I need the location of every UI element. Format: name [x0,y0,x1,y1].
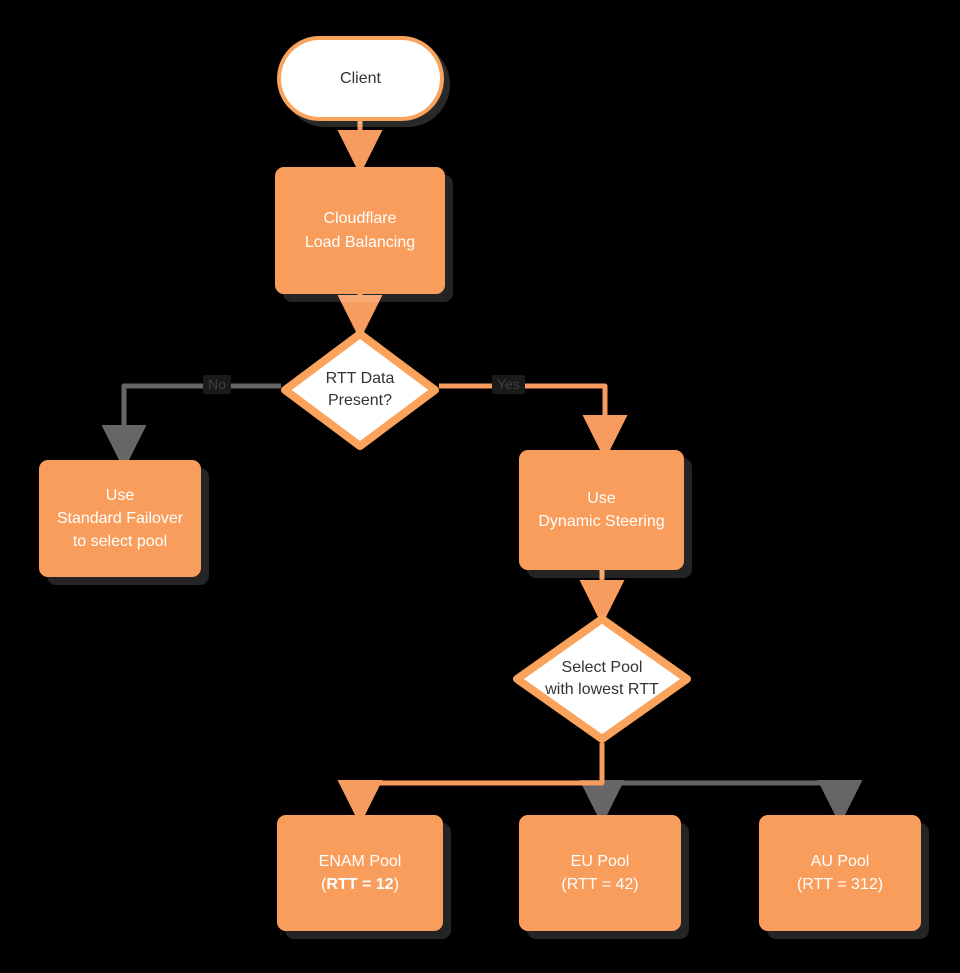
node-eu-pool[interactable]: EU Pool (RTT = 42) [519,815,681,931]
node-select-pool-lowest-rtt[interactable]: Select Pool with lowest RTT [513,615,691,743]
node-rtt-data-present[interactable]: RTT Data Present? [281,330,439,450]
node-au-pool[interactable]: AU Pool (RTT = 312) [759,815,921,931]
node-au-pool-label: AU Pool (RTT = 312) [796,852,884,893]
node-eu-pool-label: EU Pool (RTT = 42) [561,852,639,893]
node-client-label: Client [340,69,381,87]
node-cloudflare-load-balancing[interactable]: Cloudflare Load Balancing [275,167,445,294]
node-dynamic-steering-label: Use Dynamic Steering [538,489,665,530]
edge-select-pool-to-au-pool [602,780,863,825]
diamond-shape [281,330,439,450]
node-standard-failover[interactable]: Use Standard Failover to select pool [39,460,201,577]
node-cloudflare-load-balancing-label: Cloudflare Load Balancing [304,210,416,251]
edge-select-pool-to-enam-pool [337,743,605,825]
edge-decision-no-to-standard-failover [101,383,281,470]
node-enam-pool-rtt: (RTT = 12) [321,876,399,893]
node-standard-failover-label: Use Standard Failover to select pool [56,486,184,551]
edge-label-yes: Yes [492,375,525,395]
node-dynamic-steering[interactable]: Use Dynamic Steering [519,450,684,570]
edge-decision-yes-to-dynamic-steering [439,383,628,460]
node-client[interactable]: Client [277,36,444,121]
node-enam-pool[interactable]: ENAM Pool (RTT = 12) [277,815,443,931]
node-enam-pool-rtt-value: RTT = 12 [326,876,394,893]
edge-label-no: No [203,375,231,395]
diamond-shape [513,615,691,743]
node-enam-pool-label: ENAM Pool (RTT = 12) [313,850,408,896]
